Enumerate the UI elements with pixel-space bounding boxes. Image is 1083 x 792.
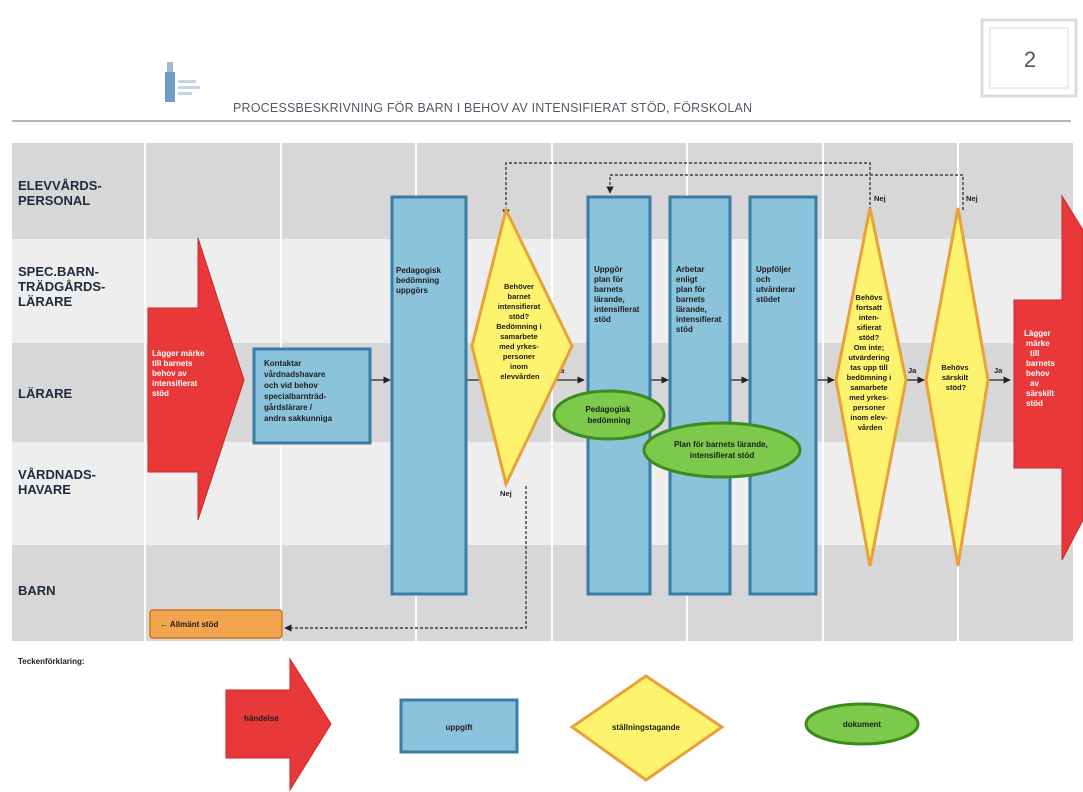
lane-label-spec: SPEC.BARN-TRÄDGÅRDS-LÄRARE bbox=[18, 264, 105, 309]
lane-label-larare: LÄRARE bbox=[18, 386, 72, 401]
lane-label-vardnadshavare: VÅRDNADS-HAVARE bbox=[18, 467, 96, 497]
legend-decision-shape bbox=[569, 674, 725, 782]
task-work: Arbetar enligt plan för barnets lärande,… bbox=[668, 195, 732, 596]
label-ja-2: Ja bbox=[908, 366, 917, 375]
doc-plan: Plan för barnets lärande, intensifierat … bbox=[642, 421, 802, 479]
lane-bg-1 bbox=[12, 143, 1073, 239]
task-followup: Uppföljer och utvärderar stödet bbox=[748, 195, 818, 596]
svg-text:Pedagogisk bedömning: Pedagogisk bedömning uppgörs bbox=[396, 266, 443, 295]
legend-title: Teckenförklaring: bbox=[18, 657, 85, 666]
svg-text:Kontaktar vårdnadshavare: Kontaktar vårdnadshavare och vid behov s… bbox=[264, 359, 333, 423]
lane-label-elevvard: ELEVVÅRDS-PERSONAL bbox=[18, 178, 102, 208]
legend-document-label: dokument bbox=[843, 720, 882, 729]
legend-task-shape bbox=[399, 698, 519, 754]
lane-labels: ELEVVÅRDS-PERSONAL SPEC.BARN-TRÄDGÅRDS-L… bbox=[18, 178, 105, 598]
connectors bbox=[284, 162, 1011, 632]
legend: Teckenförklaring: händelse uppgift ställ… bbox=[18, 657, 920, 792]
svg-text:← Allmänt stöd: ← Allmänt stöd bbox=[160, 620, 218, 629]
label-ja-3: Ja bbox=[994, 366, 1003, 375]
svg-text:Arbetar enligt pla: Arbetar enligt plan för barnets lärande,… bbox=[676, 265, 724, 334]
event-start-text: Lägger märke till barnets behov av inten… bbox=[152, 349, 207, 398]
decision-need: Behöver barnet intensifierat stöd? Bedöm… bbox=[470, 205, 574, 489]
event-end-arrow: Lägger märke till barnets behov av särsk… bbox=[1013, 194, 1083, 561]
page-number: 2 bbox=[1024, 47, 1036, 72]
page-number-box: 2 bbox=[980, 18, 1078, 98]
svg-text:Uppföljer och utvä: Uppföljer och utvärderar stödet bbox=[756, 265, 798, 304]
svg-text:Plan för barnets lärande,: Plan för barnets lärande, intensifierat … bbox=[674, 440, 770, 460]
event-start-arrow: Lägger märke till barnets behov av inten… bbox=[147, 237, 245, 521]
svg-text:Uppgör plan för ba: Uppgör plan för barnets lärande, intensi… bbox=[594, 265, 642, 324]
label-nej-3: Nej bbox=[966, 194, 978, 203]
legend-event-label: händelse bbox=[244, 714, 279, 723]
logo bbox=[165, 62, 200, 102]
decision-special: Behövs särskilt stöd? bbox=[924, 207, 990, 567]
legend-task-label: uppgift bbox=[445, 723, 472, 732]
general-support-box: ← Allmänt stöd bbox=[149, 609, 283, 639]
label-nej-2: Nej bbox=[874, 194, 886, 203]
legend-document-shape bbox=[804, 702, 920, 746]
task-assessment: Pedagogisk bedömning uppgörs bbox=[390, 195, 468, 596]
page-title: PROCESSBESKRIVNING FÖR BARN I BEHOV AV I… bbox=[233, 101, 752, 115]
svg-text:Lägger märke till: Lägger märke till barnets behov av särsk… bbox=[1024, 329, 1057, 408]
legend-event-shape bbox=[225, 657, 332, 792]
doc-assessment: Pedagogisk bedömning bbox=[552, 389, 666, 441]
svg-text:Behövs särskilt st: Behövs särskilt stöd? bbox=[941, 363, 970, 392]
task-contact: Kontaktar vårdnadshavare och vid behov s… bbox=[252, 347, 372, 445]
svg-text:Behövs fortsatt in: Behövs fortsatt inten- sifierat stöd? Om… bbox=[847, 293, 894, 432]
svg-text:Pedagogisk bedömning: Pedagogisk bedömning bbox=[585, 405, 632, 425]
decision-continue: Behövs fortsatt inten- sifierat stöd? Om… bbox=[834, 207, 908, 567]
label-nej-1: Nej bbox=[500, 489, 512, 498]
legend-decision-label: ställningstagande bbox=[612, 723, 681, 732]
svg-text:Behöver barnet int: Behöver barnet intensifierat stöd? Bedöm… bbox=[496, 282, 544, 381]
lane-label-barn: BARN bbox=[18, 583, 56, 598]
